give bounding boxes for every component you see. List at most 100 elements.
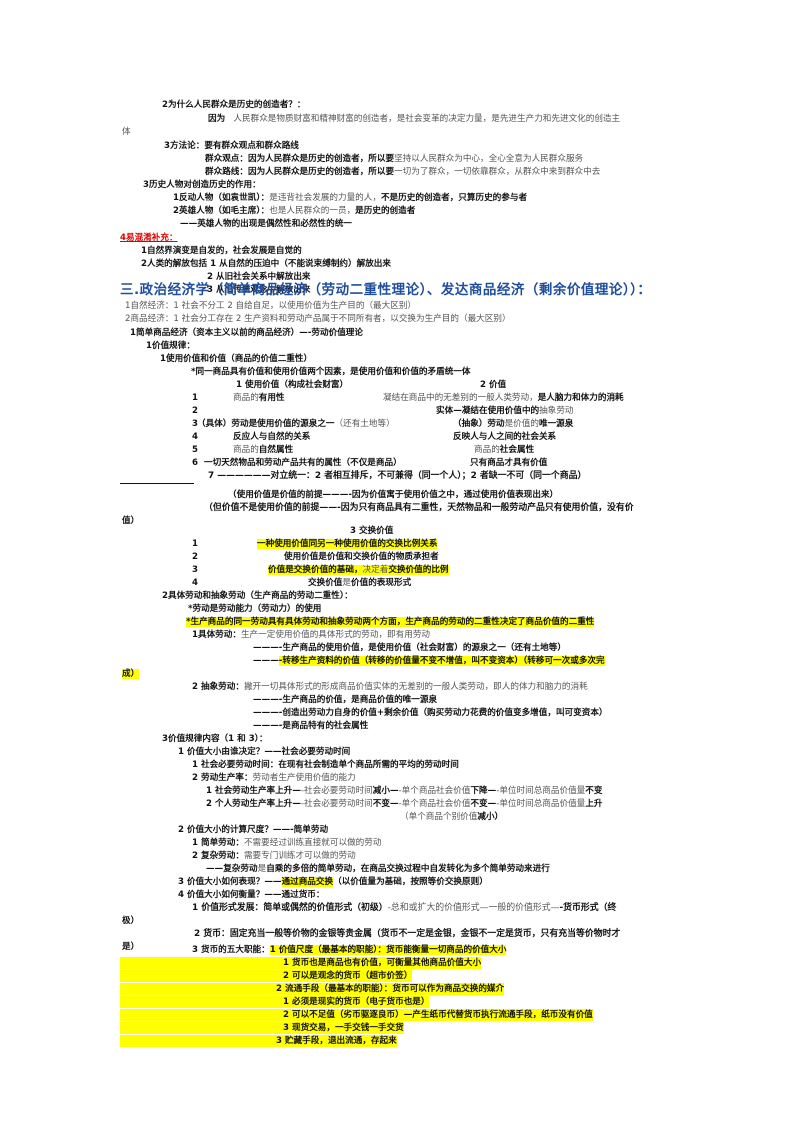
social-attribute-prefix: 商品的 (474, 445, 500, 455)
reason-text: 人民群众是物质财富和精神财富的创造者，是社会变革的决定力量，是先进生产力和先进文… (233, 114, 621, 124)
hero-figure-line: 2英雄人物（如毛主席）：也是人民群众的一员，是历史的创造者 (173, 205, 415, 217)
necessary-time-text: -社会必要劳动时间 (300, 799, 373, 809)
abstract-labor-point-3: ———-是商品特有的社会属性 (253, 720, 368, 732)
total-value-text: -单位时间总商品价值量 (496, 786, 586, 796)
highlight-bar (120, 970, 283, 982)
abstract-labor-label: （抽象）劳动 (453, 419, 505, 429)
reason-line: 因为 人民群众是物质财富和精神财富的创造者，是社会变革的决定力量，是先进生产力和… (208, 113, 620, 125)
unchanged-term: 不变— (372, 799, 399, 809)
unchanged-term: 不变— (470, 799, 497, 809)
row-number: 2 (192, 406, 198, 416)
exchange-ratio-line: 一种使用价值同另一种使用价值的交换比例关系 (257, 538, 438, 550)
complex-labor-label: 2 复杂劳动： (192, 851, 244, 861)
dash: ——— (253, 656, 279, 666)
abstract-labor-line: 2 抽象劳动：撇开一切具体形式的形成商品价值实体的无差别的一般人类劳动，即人的体… (192, 681, 588, 693)
concrete-labor-point-2-wrap: 成） (122, 668, 140, 680)
concrete-labor-source-cell: （具体）劳动是使用价值的源泉之一（还有土地等） (197, 418, 395, 430)
hero-conclusion: 是历史的创造者 (355, 206, 416, 216)
liberation-line-2: 2 从旧社会关系中解放出来 (207, 272, 311, 282)
complex-labor-conversion-text: 自乘的多倍的简单劳动，在商品交换过程中自发转化为多个简单劳动来进行 (266, 864, 550, 874)
social-attribute-term: 社会属性 (499, 445, 535, 455)
natural-attribute-cell: 商品的自然属性 (233, 444, 293, 456)
natural-attribute-term: 自然属性 (258, 445, 294, 455)
value-definition-text: 凝结在商品中的无差别的一般人类劳动， (383, 393, 538, 403)
total-value-text: -单位时间总商品价值量 (496, 799, 586, 809)
exchange-value-heading: 3 交换价值 (350, 526, 394, 536)
value-form-development-wrap: 极） (122, 916, 140, 926)
exchange-ratio-text: 一种使用价值同另一种使用价值的交换比例关系 (257, 539, 438, 549)
common-attribute-cell: 一切天然物品和劳动产品共有的属性（不仅是商品） (204, 458, 402, 468)
value-definition-term: 是人脑力和体力的消耗 (537, 393, 624, 403)
simple-labor-label: 1 简单劳动： (192, 838, 244, 848)
individual-productivity-label: 2 个人劳动生产率上升— (206, 799, 301, 809)
usefulness-cell: 商品的有用性 (233, 392, 285, 404)
value-of-text: 是价值的 (504, 419, 539, 429)
commodity-exchange-term: 通过商品交换 (281, 877, 334, 887)
row-number: 1 (192, 539, 198, 549)
land-note: （还有土地等） (334, 419, 395, 429)
decrease-term: 减小— (372, 786, 399, 796)
value-not-premise-wrap: 值） (122, 516, 140, 526)
law-of-value-content-heading: 3价值规律内容（1 和 3）： (162, 734, 268, 744)
natural-attribute-prefix: 商品的 (233, 445, 259, 455)
simple-labor-definition: 不需要经过训练直接就可以做的劳动 (243, 838, 382, 848)
row-number: 2 (192, 552, 198, 562)
reactionary-figure-line: 1反动人物（如袁世凯）：是违背社会发展的力量的人，不是历史的创造者，只算历史的参… (173, 192, 527, 204)
sole-source-term: 唯一源泉 (538, 419, 574, 429)
fall-term: 下降— (470, 786, 497, 796)
means-of-circulation-line: 2 流通手段（最基本的职能）：货币可以作为商品交换的媒介 (276, 983, 505, 995)
mass-viewpoint-text: 坚持以人民群众为中心，全心全意为人民群众服务 (394, 154, 584, 164)
measure-of-value-point-2: 2 可以是观念的货币（超市价签） (283, 970, 413, 982)
abstract-labor-point-1-text: -生产商品的价值，是商品价值的唯一源泉 (278, 695, 438, 705)
mass-line-line: 群众路线：因为人民群众是历史的创造者，所以要一切为了群众，一切依靠群众，从群众中… (205, 166, 600, 178)
rise-term: 上升 (585, 799, 603, 809)
dash: ——— (253, 708, 279, 718)
political-economy-heading: 三.政治经济学（简单商品经济（劳动二重性理论）、发达商品经济（剩余价值理论））： (120, 282, 652, 298)
abstract-labor-heading: 2 抽象劳动： (192, 682, 244, 692)
productivity-label: 2 劳动生产率： (192, 773, 253, 783)
concrete-labor-point-1-text: -生产商品的使用价值，是使用价值（社会财富）的源泉之一（还有土地等） (278, 643, 566, 653)
confusable-supplement-heading: 4易混淆补充： (120, 233, 178, 243)
value-substance-term: 抽象劳动 (539, 406, 574, 416)
rule-divider (120, 483, 194, 484)
abstract-labor-definition: 撇开一切具体形式的形成商品价值实体的无差别的一般人类劳动，即人的体力和脑力的消耗 (243, 682, 588, 692)
use-value-column-header: 1 使用价值（构成社会财富） (236, 380, 349, 390)
labor-power-use-line: *劳动是劳动能力（劳动力）的使用 (188, 604, 322, 614)
social-productivity-label: 1 社会劳动生产率上升— (206, 786, 301, 796)
social-productivity-line: 1 社会劳动生产率上升—-社会必要劳动时间减小—-单个商品社会价值下降—-单位时… (206, 785, 602, 797)
reason-wrap: 体 (122, 127, 131, 137)
concrete-labor-line: 1具体劳动：生产一定使用价值的具体形式的劳动，即有用劳动 (192, 629, 430, 641)
concrete-labor-heading: 1具体劳动： (192, 630, 241, 640)
money-form-term: -货币形式（终 (559, 903, 617, 913)
necessary-time-text: -社会必要劳动时间 (300, 786, 373, 796)
unit-social-value-text: -单个商品社会价值 (398, 786, 471, 796)
row-number: 4 (192, 432, 198, 442)
expression-form-line: 交换价值是价值的表现形式 (308, 577, 411, 589)
money-functions-line: 3 货币的五大职能：1 价值尺度（最基本的职能）：货币能衡量一切商品的价值大小 (192, 944, 507, 956)
store-of-value-line: 3 贮藏手段，退出流通，存起来 (276, 1035, 397, 1047)
value-definition-cell: 凝结在商品中的无差别的一般人类劳动，是人脑力和体力的消耗 (383, 392, 624, 404)
value-form-development-label: 1 价值形式发展：简单或偶然的价值形式（初级） (192, 903, 388, 913)
concrete-labor-label: （具体）劳动是使用价值的 (197, 419, 301, 429)
unity-of-opposites-line: 7 ——————对立统一：2 者相互排斥，不可兼得（同一个人）；2 者缺一不可（… (208, 471, 587, 481)
simple-commodity-economy-heading: 1简单商品经济（资本主义以前的商品经济）—-劳动价值理论 (130, 328, 363, 338)
money-definition-line: 2 货币：固定充当一般等价物的金银等贵金属（货币不一定是金银，金银不一定是货币，… (194, 929, 621, 939)
abstract-labor-point-2: ———-创造出劳动力自身的价值+剩余价值（购买劳动力花费的价值变多增值，叫可变资… (253, 707, 608, 719)
value-column-header: 2 价值 (480, 380, 507, 390)
value-measurement-question: 4 价值大小如何衡量？——通过货币： (178, 890, 325, 900)
abstract-labor-point-3-text: -是商品特有的社会属性 (278, 721, 369, 731)
mass-line-text: 一切为了群众，一切依靠群众，从群众中来到群众中去 (394, 167, 601, 177)
highlight-bar (120, 1009, 283, 1021)
highlight-bar (120, 957, 283, 969)
money-definition-wrap: 是） (122, 942, 140, 952)
value-substance-cell: 实体—凝结在使用价值中的抽象劳动 (436, 405, 574, 417)
row-number: 5 (192, 445, 198, 455)
highlight-bar (120, 996, 283, 1008)
abstract-labor-point-1: ———-生产商品的价值，是商品价值的唯一源泉 (253, 694, 437, 706)
simple-labor-line: 1 简单劳动：不需要经过训练直接就可以做的劳动 (192, 837, 381, 849)
complex-labor-definition: 需要专门训练才可以做的劳动 (243, 851, 356, 861)
value-basis-text: 价值是交换价值的基础， (268, 565, 363, 575)
usefulness-term: 有用性 (258, 393, 285, 403)
use-value-premise-line: （使用价值是价值的前提———-因为价值寓于使用价值之中，通过使用价值表现出来） (228, 490, 559, 500)
dash: ——— (253, 721, 279, 731)
